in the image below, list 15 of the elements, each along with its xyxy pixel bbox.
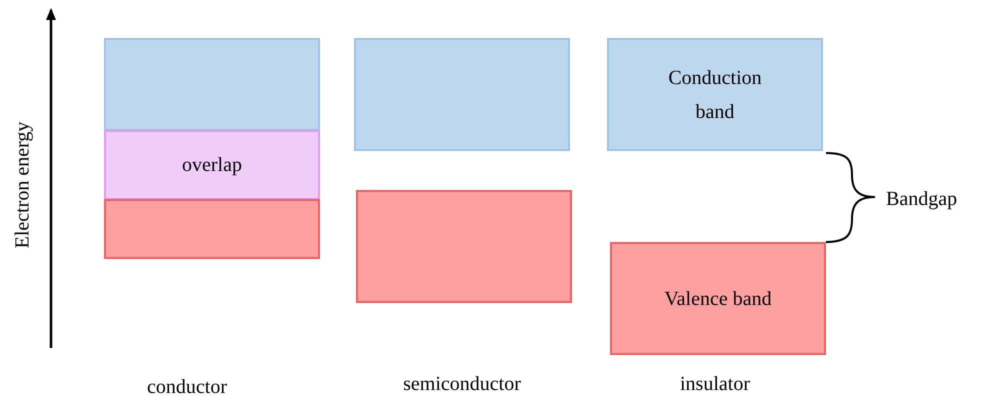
valence-band-box xyxy=(610,242,826,355)
band-label: overlap xyxy=(181,153,243,178)
band-label: Valence band xyxy=(663,286,773,312)
material-label: semiconductor xyxy=(403,372,521,397)
conduction-band-box xyxy=(607,38,823,151)
overlap-band-box xyxy=(104,130,320,200)
conduction-band-box xyxy=(104,38,320,131)
band-label: Conduction band xyxy=(667,66,763,124)
valence-band-box xyxy=(356,190,572,303)
valence-band-box xyxy=(104,199,320,259)
material-label: conductor xyxy=(147,375,227,400)
bandgap-label: Bandgap xyxy=(886,187,958,212)
material-label: insulator xyxy=(680,372,750,397)
axis-label: Electron energy xyxy=(10,122,34,248)
conduction-band-box xyxy=(354,38,570,151)
